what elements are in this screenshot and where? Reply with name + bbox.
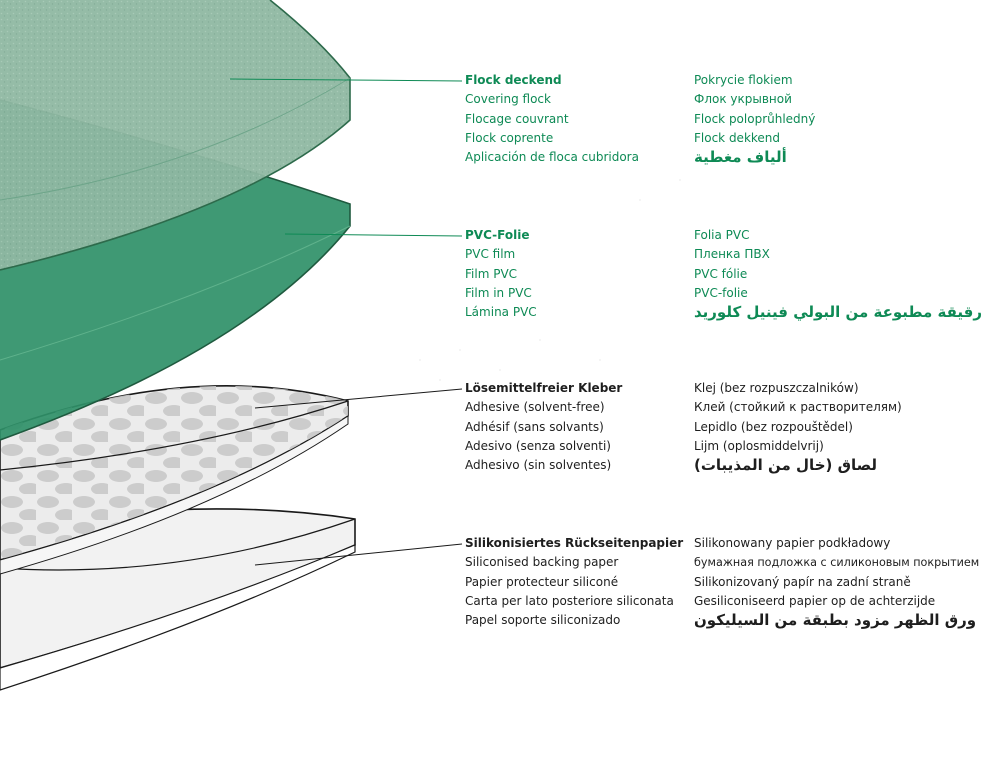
- pvc-label-ar: رقيقة مطبوعة من البولي فينيل كلوريد: [694, 303, 983, 322]
- pvc-label-nl: PVC-folie: [694, 285, 748, 300]
- pvc-label-es: Lámina PVC: [465, 305, 537, 320]
- pvc-title: PVC-Folie: [465, 228, 530, 242]
- leader-line-flock: [229, 78, 463, 82]
- leader-line-adhesive: [254, 388, 463, 409]
- adhesive-label-pl: Klej (bez rozpuszczalników): [694, 381, 859, 395]
- adhesive-label-ru: Клей (стойкий к растворителям): [694, 400, 902, 415]
- backing-label-pl: Silikonowany papier podkładowy: [694, 536, 891, 550]
- adhesive-labels-left: Lösemittelfreier Kleber Adhesive (solven…: [465, 379, 622, 475]
- backing-labels-left: Silikonisiertes Rückseitenpapier Silicon…: [465, 534, 683, 630]
- leader-lines: [229, 78, 463, 566]
- flock-label-fr: Flocage couvrant: [465, 111, 569, 126]
- backing-paper-layer: [0, 508, 356, 691]
- flock-labels-left: Flock deckend Covering flock Flocage cou…: [465, 71, 639, 167]
- adhesive-title: Lösemittelfreier Kleber: [465, 381, 623, 395]
- pvc-label-fr: Film PVC: [465, 266, 518, 281]
- adhesive-label-es: Adhesivo (sin solventes): [465, 458, 612, 473]
- pvc-labels-left: PVC-Folie PVC film Film PVC Film in PVC …: [465, 226, 537, 322]
- backing-label-en: Siliconised backing paper: [465, 555, 619, 570]
- backing-label-ar: ورق الظهر مزود بطبقة من السيليكون: [694, 611, 977, 630]
- pvc-label-ru: Пленка ПВХ: [694, 247, 770, 262]
- pvc-label-it: Film in PVC: [465, 285, 532, 300]
- flock-label-nl: Flock dekkend: [694, 130, 781, 145]
- flock-title: Flock deckend: [465, 73, 562, 87]
- backing-label-es: Papel soporte siliconizado: [465, 613, 621, 628]
- adhesive-label-en: Adhesive (solvent-free): [465, 400, 605, 415]
- leader-line-pvc: [284, 233, 463, 237]
- flock-layer: [0, 0, 351, 271]
- flock-label-cs: Flock poloprůhledný: [694, 111, 816, 126]
- backing-label-nl: Gesiliconiseerd papier op de achterzijde: [694, 593, 936, 608]
- flock-label-it: Flock coprente: [465, 130, 554, 145]
- flock-label-en: Covering flock: [465, 92, 551, 107]
- flock-label-ru: Флок укрывной: [694, 92, 792, 107]
- flock-labels-right: Pokrycie flokiem Флок укрывной Flock pol…: [694, 71, 815, 167]
- backing-label-fr: Papier protecteur siliconé: [465, 574, 619, 589]
- pvc-labels-right: Folia PVC Пленка ПВХ PVC fólie PVC-folie…: [694, 226, 982, 322]
- backing-title: Silikonisiertes Rückseitenpapier: [465, 536, 684, 550]
- backing-label-cs: Silikonizovaný papír na zadní straně: [694, 574, 911, 589]
- adhesive-labels-right: Klej (bez rozpuszczalników) Клей (стойки…: [694, 379, 902, 475]
- pvc-label-en: PVC film: [465, 247, 516, 262]
- backing-label-it: Carta per lato posteriore siliconata: [465, 593, 674, 608]
- flock-label-es: Aplicación de floca cubridora: [465, 150, 639, 165]
- leader-line-backing: [254, 543, 463, 566]
- adhesive-layer: [0, 385, 349, 575]
- pvc-label-cs: PVC fólie: [694, 266, 748, 281]
- flock-label-pl: Pokrycie flokiem: [694, 73, 793, 87]
- background-dots: [419, 179, 681, 381]
- backing-labels-right: Silikonowany papier podkładowy бумажная …: [694, 534, 979, 630]
- adhesive-label-fr: Adhésif (sans solvants): [465, 419, 604, 434]
- adhesive-label-nl: Lijm (oplosmiddelvrij): [694, 438, 824, 453]
- flock-label-ar: ألياف مغطية: [694, 148, 787, 167]
- adhesive-label-ar: لصاق (خال من المذيبات): [694, 456, 878, 475]
- adhesive-label-cs: Lepidlo (bez rozpouštědel): [694, 419, 853, 434]
- backing-label-ru: бумажная подложка с силиконовым покрытие…: [694, 556, 980, 570]
- adhesive-label-it: Adesivo (senza solventi): [465, 438, 611, 453]
- pvc-label-pl: Folia PVC: [694, 228, 750, 242]
